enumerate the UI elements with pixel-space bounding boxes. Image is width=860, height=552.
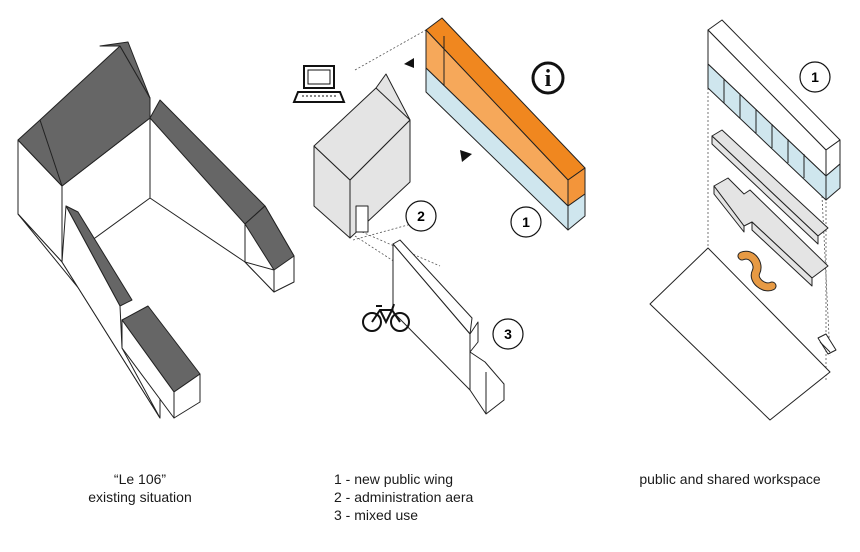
badge-1-label: 1 [522,214,530,230]
badge-right-1-label: 1 [811,69,819,85]
legend-item-2: 2 - administration aera [334,489,474,505]
info-icon: i [531,61,565,95]
caption-left-line2: existing situation [88,489,192,505]
badge-2: 2 [405,200,437,232]
caption-workspace: public and shared workspace [610,470,850,488]
caption-left-line1: “Le 106” [113,471,167,487]
programme-drawing [313,17,586,415]
caption-right-line1: public and shared workspace [639,471,821,487]
badge-right-1: 1 [799,61,831,93]
badge-3-label: 3 [504,326,512,342]
caption-existing-situation: “Le 106” existing situation [60,470,220,506]
badge-1: 1 [510,206,542,238]
badge-3: 3 [492,318,524,350]
info-icon-glyph: i [545,66,552,92]
caption-programme-legend: 1 - new public wing 2 - administration a… [334,470,534,524]
existing-situation-drawing [17,41,295,419]
legend-item-1: 1 - new public wing [334,471,454,487]
laptop-icon [292,65,346,103]
workspace-exploded-drawing [649,19,841,421]
bicycle-icon [362,303,410,332]
legend-item-3: 3 - mixed use [334,507,419,523]
badge-2-label: 2 [417,208,425,224]
